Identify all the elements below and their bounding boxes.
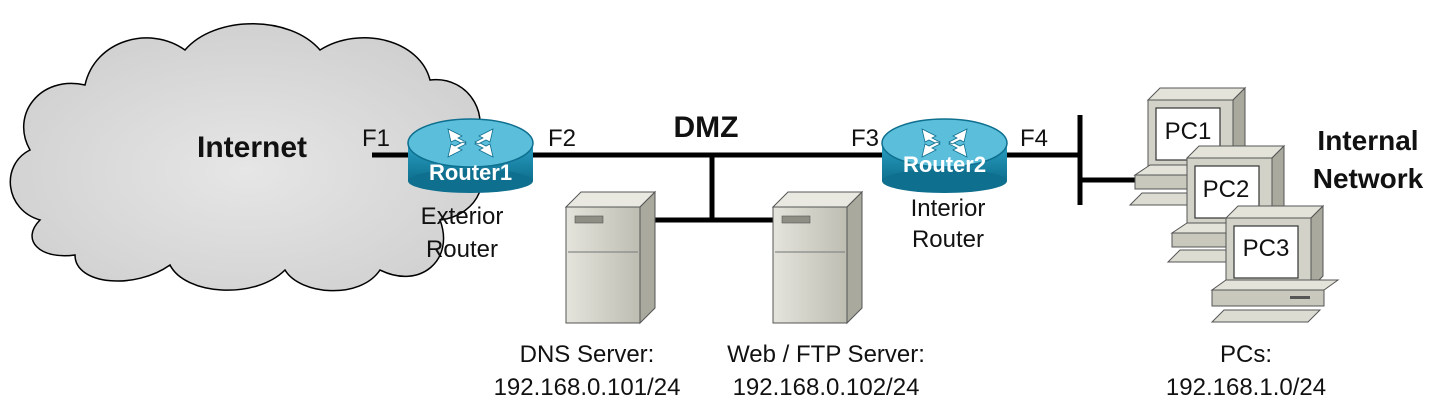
pc3: PC3 — [1210, 204, 1340, 323]
internal-network-title-line1: Internal — [1317, 125, 1418, 156]
network-links — [372, 115, 1135, 223]
router1-top — [407, 118, 534, 168]
pcs-caption: PCs: — [1220, 341, 1272, 368]
router2-caption-line1: Interior — [911, 195, 986, 222]
router1-arrows-icon — [447, 128, 494, 158]
pcs-subnet: 192.168.1.0/24 — [1166, 374, 1326, 401]
router1-caption-line2: Router — [426, 236, 498, 263]
web-ftp-server-ip: 192.168.0.102/24 — [733, 374, 920, 401]
port-f2-label: F2 — [548, 125, 576, 152]
router1-base — [408, 169, 533, 193]
router1-caption-line1: Exterior — [421, 203, 504, 230]
dmz-label: DMZ — [674, 111, 739, 144]
pc2-label: PC2 — [1203, 176, 1250, 203]
router1-label: Router1 — [429, 160, 512, 185]
dns-server-role: DNS Server: — [520, 341, 655, 368]
internal-network-title-line2: Network — [1313, 163, 1424, 194]
pc3-label: PC3 — [1243, 235, 1290, 262]
web-ftp-server-icon — [772, 206, 848, 324]
port-f4-label: F4 — [1020, 125, 1048, 152]
web-ftp-server: Web / FTP Server: 192.168.0.102/24 — [727, 190, 925, 401]
port-f3-label: F3 — [851, 125, 879, 152]
dns-server: DNS Server: 192.168.0.101/24 — [494, 190, 681, 401]
router1: Router1 F1 F2 Exterior Router — [362, 118, 576, 263]
router2-base — [882, 169, 1007, 193]
router2-caption-line2: Router — [912, 226, 984, 253]
router2: Router2 F3 F4 Interior Router — [851, 118, 1048, 253]
router2-arrows-icon — [921, 128, 968, 158]
router2-top — [881, 118, 1008, 168]
pc1-label: PC1 — [1165, 118, 1212, 145]
dns-server-icon — [565, 206, 641, 324]
port-f1-label: F1 — [362, 125, 390, 152]
router2-label: Router2 — [903, 152, 986, 177]
web-ftp-server-role: Web / FTP Server: — [727, 341, 925, 368]
internet-label: Internet — [197, 131, 307, 164]
dns-server-ip: 192.168.0.101/24 — [494, 374, 681, 401]
